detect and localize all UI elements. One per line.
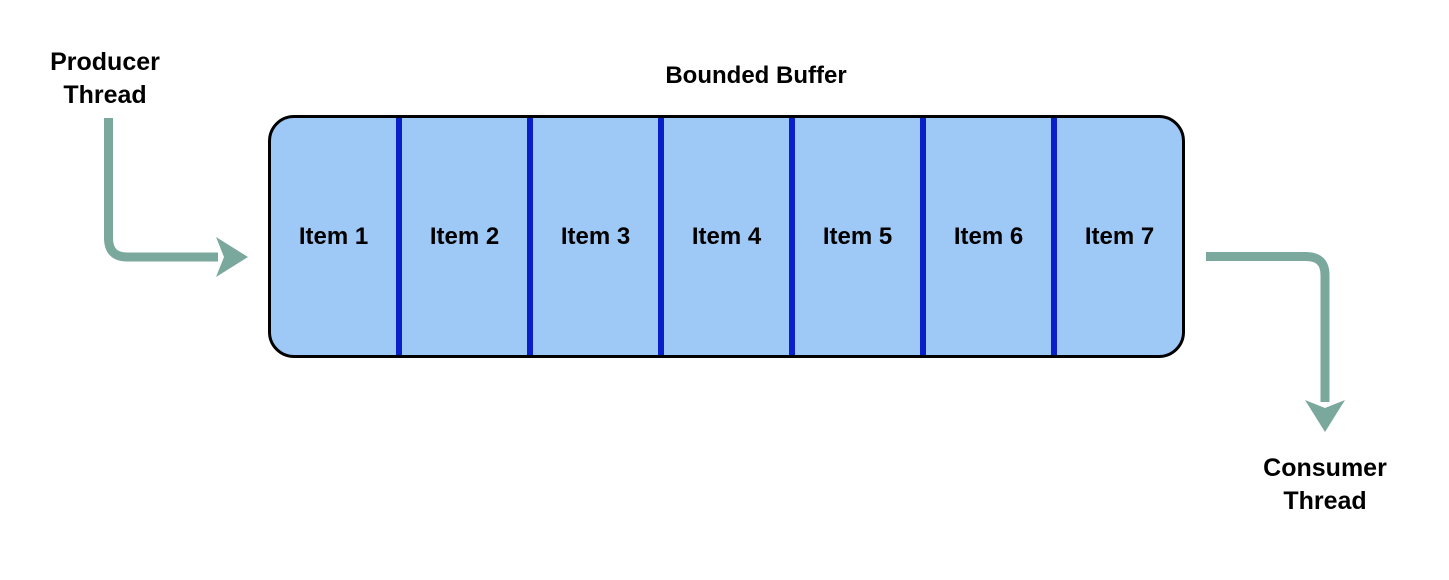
buffer-cell-label: Item 3 [560, 222, 631, 250]
buffer-cell: Item 1 [271, 118, 396, 355]
buffer-cell-label: Item 1 [298, 222, 369, 250]
producer-arrow-icon [104, 118, 248, 277]
buffer-cell: Item 4 [658, 118, 789, 355]
buffer-cell-label: Item 2 [429, 222, 500, 250]
buffer-cell-label: Item 7 [1084, 222, 1155, 250]
buffer-cell-label: Item 4 [691, 222, 762, 250]
buffer-cell-label: Item 5 [822, 222, 893, 250]
buffer-cell: Item 3 [527, 118, 658, 355]
buffer-cell: Item 2 [396, 118, 527, 355]
buffer-cell: Item 7 [1051, 118, 1182, 355]
buffer-title: Bounded Buffer [665, 62, 847, 89]
bounded-buffer: Item 1 Item 2 Item 3 Item 4 Item 5 Item … [268, 115, 1185, 358]
producer-thread-label: Producer Thread [50, 48, 160, 109]
consumer-thread-label: Consumer Thread [1263, 454, 1387, 515]
buffer-cell: Item 6 [920, 118, 1051, 355]
buffer-cell-label: Item 6 [953, 222, 1024, 250]
consumer-arrow-icon [1206, 252, 1345, 432]
buffer-cell: Item 5 [789, 118, 920, 355]
